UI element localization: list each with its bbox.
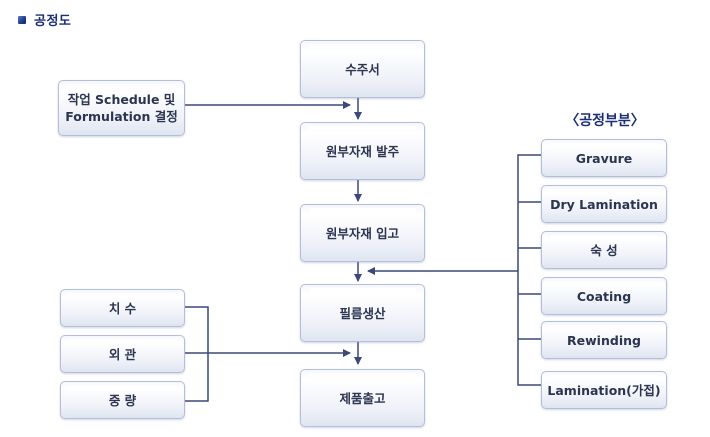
flow-box-film-production: 필름생산 (300, 284, 425, 342)
process-label: Lamination(가접) (547, 382, 661, 398)
process-box-dry-lamination: Dry Lamination (541, 185, 667, 223)
inspection-box-weight: 중 량 (60, 381, 185, 419)
process-box-aging: 숙 성 (541, 231, 667, 269)
inspection-box-appearance: 외 관 (60, 335, 185, 373)
square-bullet-icon (18, 15, 26, 24)
process-label: Coating (576, 288, 632, 304)
schedule-line1: 작업 Schedule 및 (67, 92, 176, 107)
process-box-gravure: Gravure (541, 139, 667, 177)
inspection-box-dimension: 치 수 (60, 289, 185, 327)
flow-box-label: 원부자재 입고 (325, 225, 400, 241)
schedule-box: 작업 Schedule 및 Formulation 결정 (58, 80, 185, 136)
flow-box-label: 원부자재 발주 (325, 143, 400, 159)
process-label: Rewinding (567, 332, 641, 348)
flow-box-shipment: 제품출고 (300, 369, 425, 427)
flow-box-material-receipt: 원부자재 입고 (300, 204, 425, 262)
flow-box-material-order: 원부자재 발주 (300, 122, 425, 180)
flow-box-label: 제품출고 (339, 390, 386, 406)
flow-box-label: 수주서 (345, 61, 380, 77)
inspection-label: 중 량 (108, 392, 137, 408)
process-label: Dry Lamination (550, 196, 658, 212)
process-label: Gravure (575, 150, 633, 166)
process-section-title: 〈공정부분〉 (565, 113, 645, 129)
process-box-coating: Coating (541, 277, 667, 315)
process-box-lamination-temp: Lamination(가접) (541, 371, 667, 409)
page-title: 공정도 (18, 10, 71, 29)
process-label: 숙 성 (590, 242, 618, 258)
inspection-label: 치 수 (108, 300, 137, 316)
process-box-rewinding: Rewinding (541, 321, 667, 359)
flow-box-label: 필름생산 (339, 305, 386, 321)
schedule-line2: Formulation 결정 (65, 109, 178, 124)
inspection-bracket (185, 306, 209, 402)
inspection-label: 외 관 (108, 346, 137, 362)
flow-box-order: 수주서 (300, 40, 425, 98)
page-title-text: 공정도 (34, 14, 72, 29)
process-bracket (517, 154, 541, 386)
